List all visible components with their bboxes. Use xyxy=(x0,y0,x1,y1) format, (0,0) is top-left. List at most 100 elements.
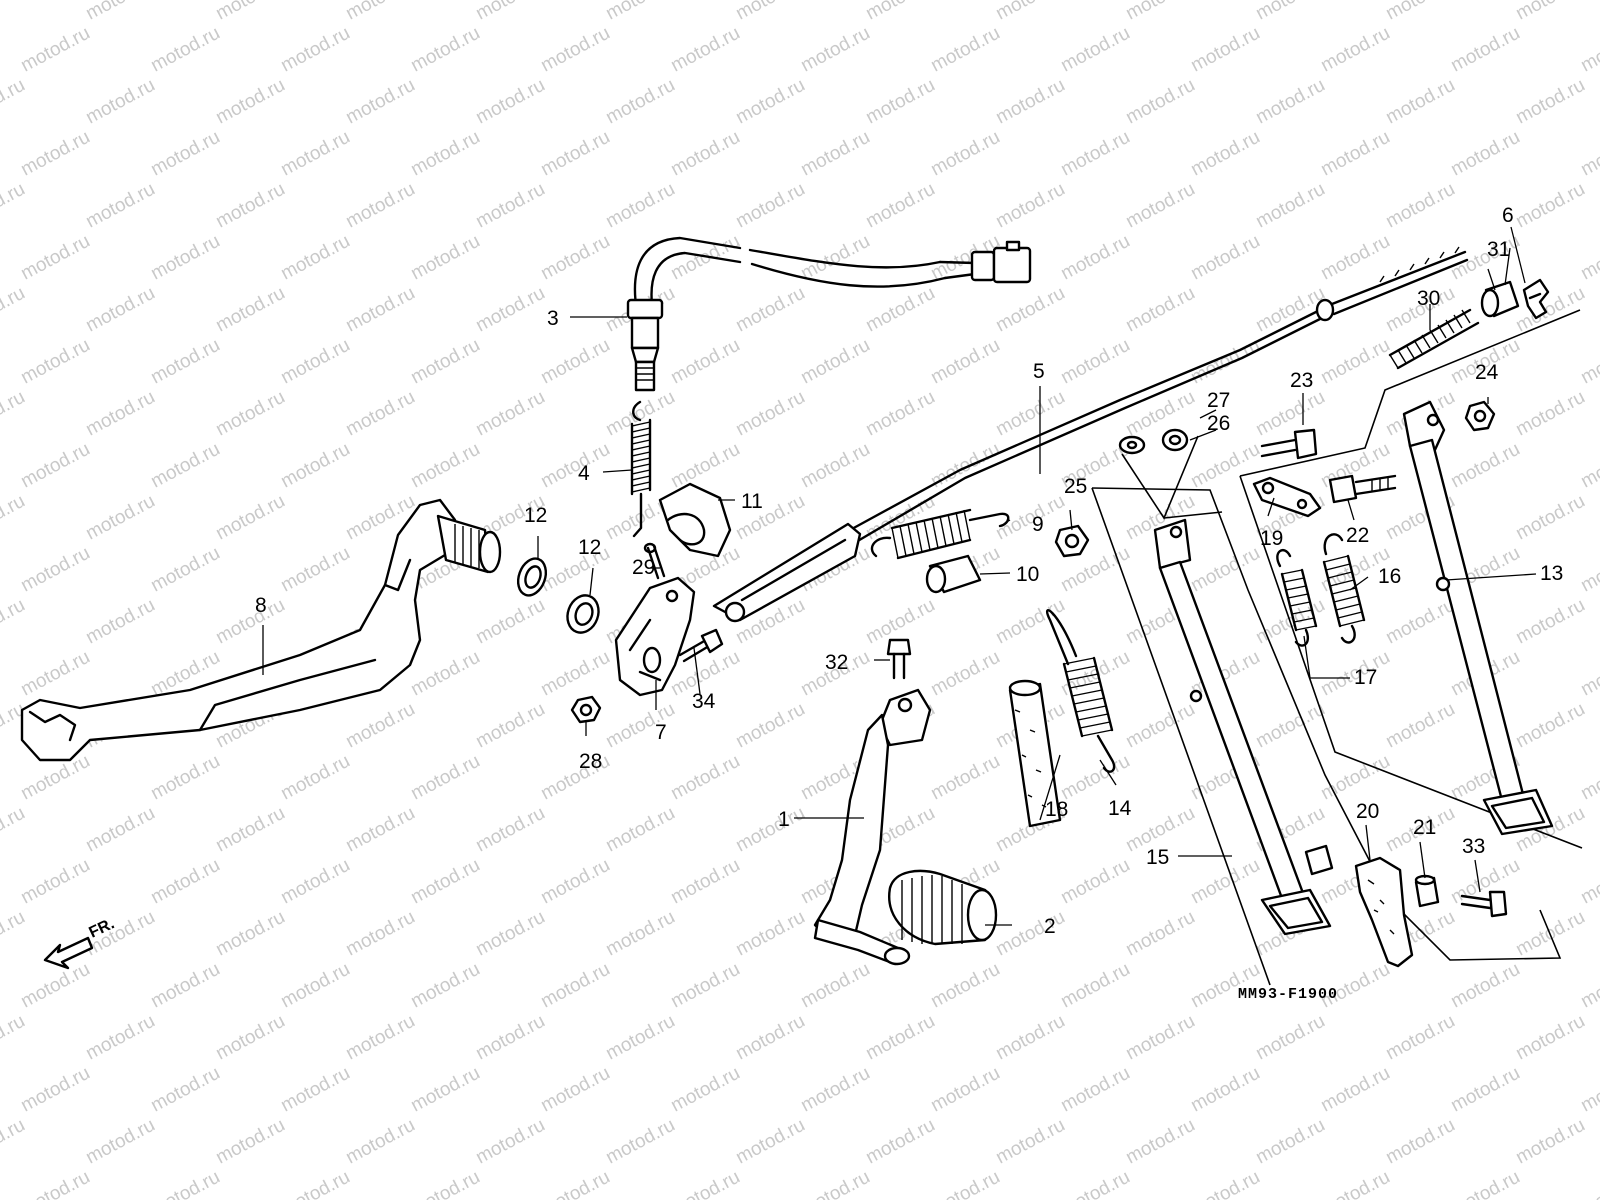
watermark-text: motod.ru xyxy=(927,959,1003,1013)
watermark-text: motod.ru xyxy=(1382,75,1458,129)
watermark-text: motod.ru xyxy=(602,387,678,441)
watermark-text: motod.ru xyxy=(1382,0,1458,24)
watermark-text: motod.ru xyxy=(797,23,873,77)
watermark-text: motod.ru xyxy=(342,907,418,961)
watermark-text: motod.ru xyxy=(1187,127,1263,181)
leader-lines xyxy=(262,226,1537,926)
plate-part-19 xyxy=(1252,476,1322,518)
callout-4: 4 xyxy=(578,462,590,485)
watermark-text: motod.ru xyxy=(797,439,873,493)
bolt-part-34 xyxy=(678,628,724,663)
callout-32: 32 xyxy=(825,651,848,674)
watermark-text: motod.ru xyxy=(602,1115,678,1169)
watermark-text: motod.ru xyxy=(212,387,288,441)
watermark-text: motod.ru xyxy=(862,1115,938,1169)
watermark-text: motod.ru xyxy=(407,335,483,389)
bolt-part-33 xyxy=(1460,890,1508,918)
watermark-text: motod.ru xyxy=(147,439,223,493)
watermark-text: motod.ru xyxy=(82,1115,158,1169)
washer-part-27 xyxy=(1118,435,1146,455)
watermark-text: motod.ru xyxy=(537,23,613,77)
watermark-text: motod.ru xyxy=(992,179,1068,233)
watermark-text: motod.ru xyxy=(1252,699,1328,753)
watermark-text: motod.ru xyxy=(927,1063,1003,1117)
watermark-text: motod.ru xyxy=(537,543,613,597)
watermark-text: motod.ru xyxy=(0,803,29,857)
watermark-text: motod.ru xyxy=(1317,1167,1393,1200)
watermark-text: motod.ru xyxy=(1122,75,1198,129)
watermark-text: motod.ru xyxy=(147,751,223,805)
watermark-text: motod.ru xyxy=(407,231,483,285)
watermark-text: motod.ru xyxy=(1577,855,1600,909)
watermark-text: motod.ru xyxy=(82,179,158,233)
watermark-text: motod.ru xyxy=(1447,23,1523,77)
callout-15: 15 xyxy=(1146,846,1169,869)
watermark-text: motod.ru xyxy=(472,179,548,233)
watermark-text: motod.ru xyxy=(1317,751,1393,805)
watermark-text: motod.ru xyxy=(1187,439,1263,493)
watermark-text: motod.ru xyxy=(472,595,548,649)
spring-part-16 xyxy=(1322,533,1366,644)
callout-10: 10 xyxy=(1016,563,1039,586)
watermark-text: motod.ru xyxy=(472,75,548,129)
watermark-text: motod.ru xyxy=(862,179,938,233)
watermark-text: motod.ru xyxy=(602,75,678,129)
watermark-text: motod.ru xyxy=(602,699,678,753)
watermark-text: motod.ru xyxy=(147,23,223,77)
callout-23: 23 xyxy=(1290,369,1313,392)
watermark-text: motod.ru xyxy=(797,127,873,181)
watermark-text: motod.ru xyxy=(1577,959,1600,1013)
watermark-text: motod.ru xyxy=(0,1011,29,1065)
watermark-text: motod.ru xyxy=(1447,1167,1523,1200)
shift-pedal-part-1 xyxy=(813,688,932,966)
watermark-text: motod.ru xyxy=(212,283,288,337)
callout-24: 24 xyxy=(1475,361,1499,384)
watermark-text: motod.ru xyxy=(1317,1063,1393,1117)
watermark-text: motod.ru xyxy=(1317,231,1393,285)
watermark-text: motod.ru xyxy=(927,127,1003,181)
watermark-text: motod.ru xyxy=(212,75,288,129)
watermark-text: motod.ru xyxy=(537,335,613,389)
watermark-text: motod.ru xyxy=(1187,543,1263,597)
watermark-text: motod.ru xyxy=(0,179,29,233)
watermark-text: motod.ru xyxy=(862,387,938,441)
callout-7: 7 xyxy=(655,721,667,744)
watermark-text: motod.ru xyxy=(992,283,1068,337)
watermark-text: motod.ru xyxy=(407,855,483,909)
callout-12b: 12 xyxy=(578,536,601,559)
watermark-text: motod.ru xyxy=(17,1167,93,1200)
watermark-text: motod.ru xyxy=(1122,0,1198,24)
watermark-text: motod.ru xyxy=(1122,1115,1198,1169)
bolt-part-23 xyxy=(1260,428,1318,460)
watermark-text: motod.ru xyxy=(17,335,93,389)
watermark-text: motod.ru xyxy=(1252,1011,1328,1065)
nut-part-24 xyxy=(1464,400,1496,432)
watermark-text: motod.ru xyxy=(1317,335,1393,389)
watermark-text: motod.ru xyxy=(862,283,938,337)
callout-14: 14 xyxy=(1108,797,1132,820)
watermark-text: motod.ru xyxy=(1512,491,1588,545)
side-stand-part-15 xyxy=(1091,435,1562,986)
watermark-text: motod.ru xyxy=(342,75,418,129)
spring-part-9 xyxy=(870,508,1010,560)
watermark-text: motod.ru xyxy=(1057,959,1133,1013)
watermark-text: motod.ru xyxy=(1252,179,1328,233)
watermark-text: motod.ru xyxy=(212,595,288,649)
brake-pedal-part-8 xyxy=(20,498,502,762)
watermark-text: motod.ru xyxy=(82,75,158,129)
watermark-text: motod.ru xyxy=(732,387,808,441)
watermark-text: motod.ru xyxy=(472,0,548,24)
watermark-text: motod.ru xyxy=(17,439,93,493)
watermark-text: motod.ru xyxy=(17,23,93,77)
watermark-text: motod.ru xyxy=(472,283,548,337)
watermark-text: motod.ru xyxy=(927,23,1003,77)
joint-part-31 xyxy=(1480,280,1520,318)
watermark-text: motod.ru xyxy=(927,1167,1003,1200)
callout-21: 21 xyxy=(1413,816,1436,839)
watermark-text: motod.ru xyxy=(862,1011,938,1065)
watermark-text: motod.ru xyxy=(732,699,808,753)
watermark-text: motod.ru xyxy=(1317,127,1393,181)
watermark-text: motod.ru xyxy=(212,1011,288,1065)
watermark-text: motod.ru xyxy=(1057,335,1133,389)
watermark-text: motod.ru xyxy=(1122,283,1198,337)
